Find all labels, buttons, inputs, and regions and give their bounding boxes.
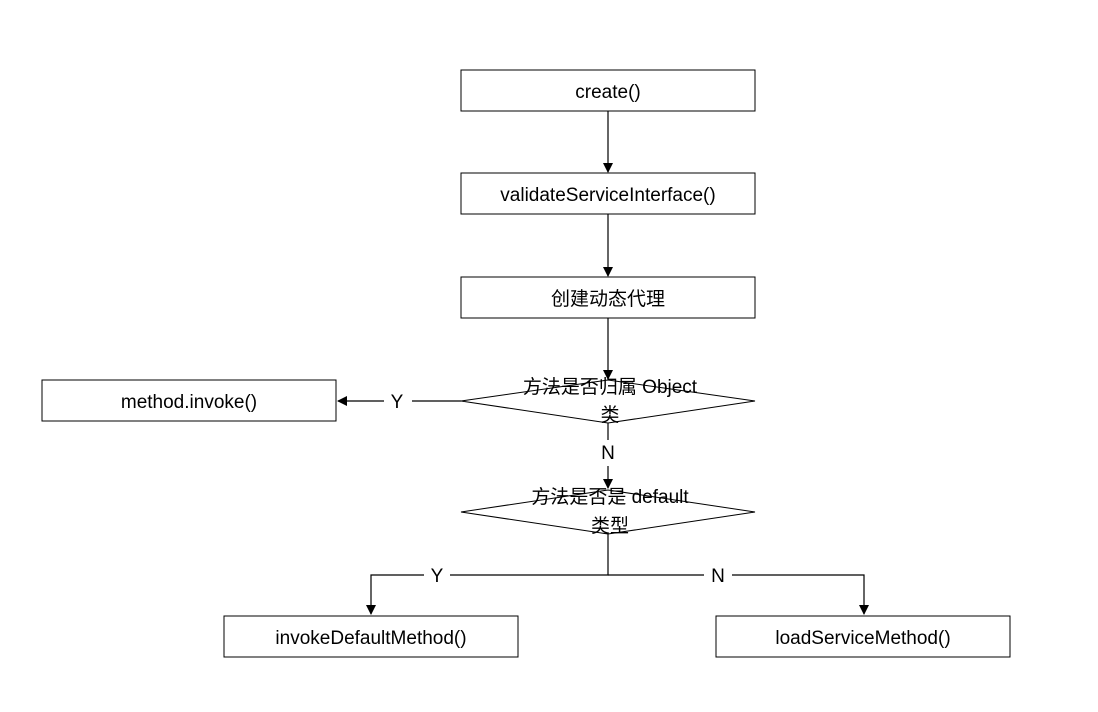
node-create: create() — [460, 69, 756, 112]
node-validate-label: validateServiceInterface() — [500, 185, 715, 206]
decision-object-line1: 方法是否归属 Object — [523, 376, 698, 398]
node-load-service-label: loadServiceMethod() — [775, 628, 950, 649]
edge-label-object-yes: Y — [391, 392, 404, 413]
node-invoke-default-label: invokeDefaultMethod() — [275, 628, 466, 649]
node-invoke-default-method: invokeDefaultMethod() — [223, 615, 519, 658]
edge-default-yes — [366, 534, 609, 615]
decision-default-line2: 类型 — [591, 515, 629, 537]
decision-default-line1: 方法是否是 default — [531, 486, 689, 508]
edge-label-default-yes: Y — [431, 566, 444, 587]
edge-label-object-no: N — [601, 443, 615, 464]
node-create-dynamic-proxy: 创建动态代理 — [460, 276, 756, 319]
node-validate-service-interface: validateServiceInterface() — [460, 172, 756, 215]
decision-object-line2: 类 — [600, 404, 619, 426]
node-load-service-method: loadServiceMethod() — [715, 615, 1011, 658]
decision-belongs-to-object: 方法是否归属 Object 类 — [460, 376, 756, 426]
node-method-invoke-label: method.invoke() — [121, 392, 257, 413]
decision-is-default: 方法是否是 default 类型 — [460, 486, 756, 537]
node-create-label: create() — [575, 82, 640, 103]
edge-default-no — [608, 574, 869, 615]
edge-label-default-no: N — [711, 566, 725, 587]
node-method-invoke: method.invoke() — [41, 379, 337, 422]
node-proxy-label: 创建动态代理 — [551, 288, 665, 310]
